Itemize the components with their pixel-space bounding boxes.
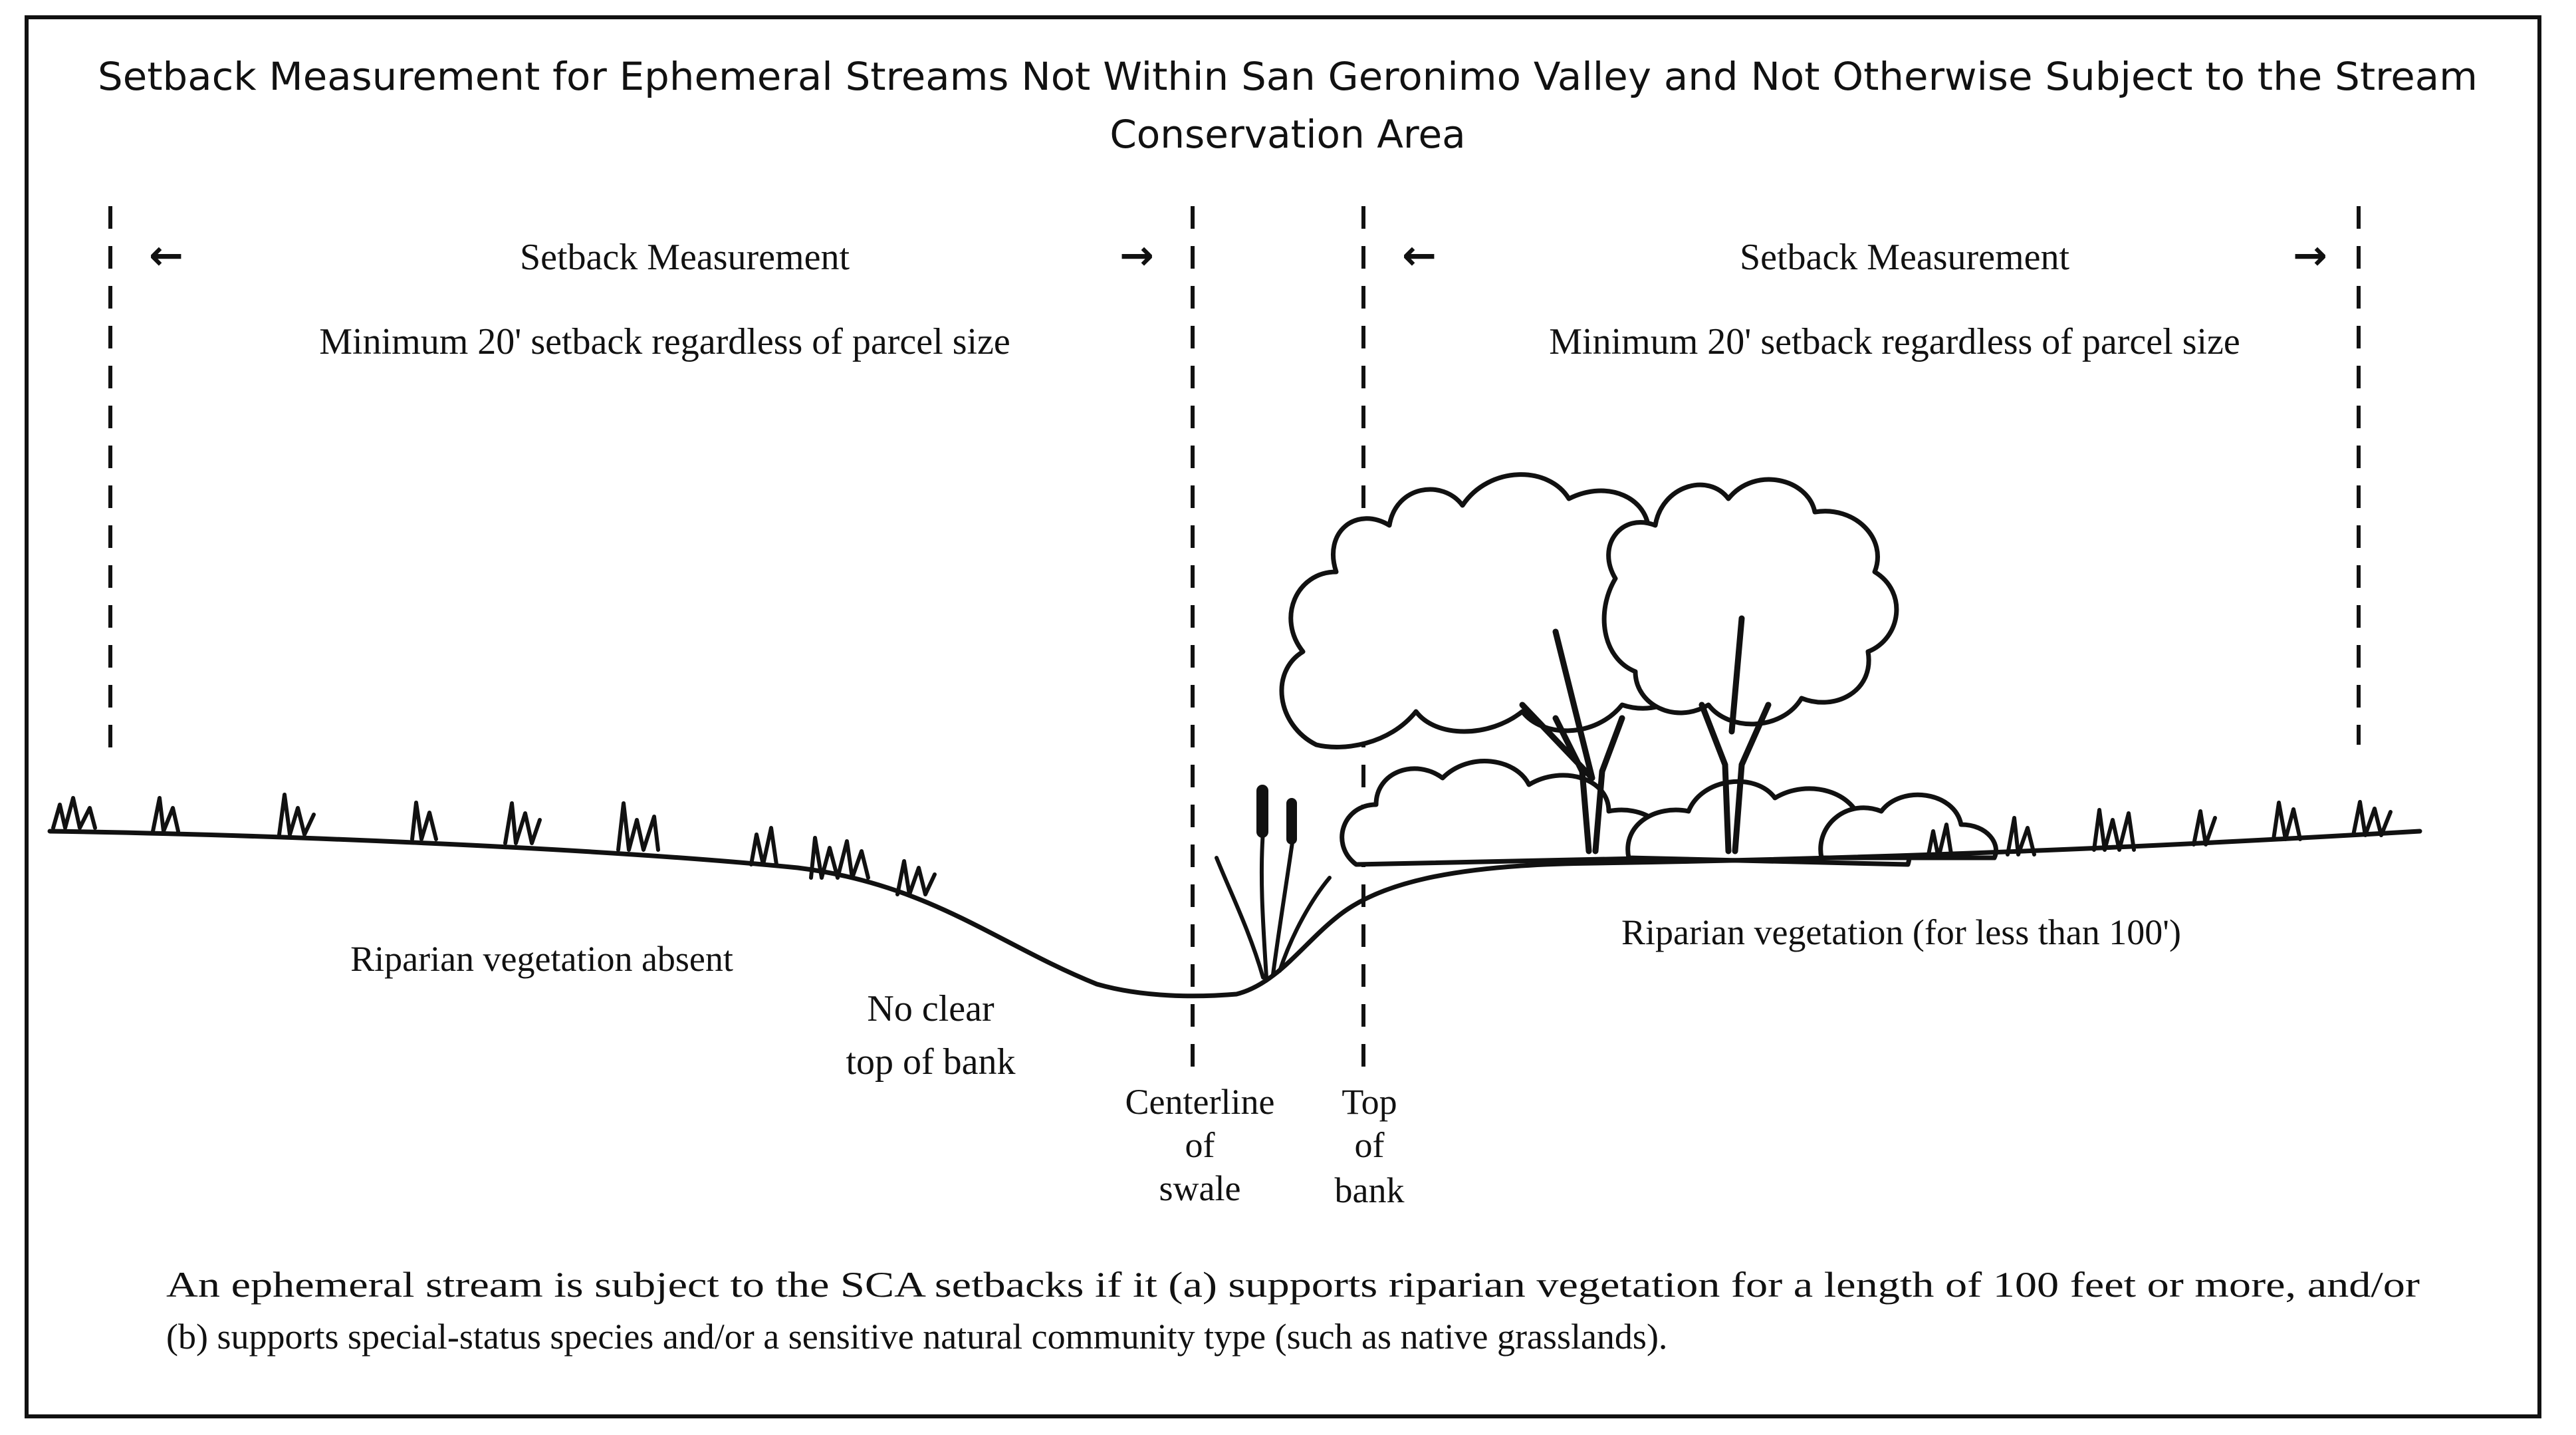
right-zone-heading: Setback Measurement bbox=[1740, 237, 2069, 278]
centerline-label-line-1: Centerline bbox=[1125, 1082, 1275, 1122]
right-arrow-icon: → bbox=[1119, 231, 1154, 279]
ground-profile-line bbox=[47, 829, 2422, 999]
diagram-title-line-2: Conservation Area bbox=[1110, 112, 1465, 157]
top-of-bank-label-line-3: bank bbox=[1335, 1170, 1405, 1210]
top-of-bank-label-line-1: Top bbox=[1342, 1082, 1397, 1122]
no-clear-top-of-bank-label-line-1: No clear bbox=[867, 988, 995, 1029]
right-arrow-icon: → bbox=[2293, 231, 2327, 279]
caption-line-1: An ephemeral stream is subject to the SC… bbox=[166, 1265, 2420, 1305]
diagram-title-line-1: Setback Measurement for Ephemeral Stream… bbox=[98, 54, 2478, 99]
riparian-present-label: Riparian vegetation (for less than 100') bbox=[1621, 912, 2181, 952]
left-arrow-icon: ← bbox=[149, 231, 183, 279]
left-zone-heading: Setback Measurement bbox=[520, 237, 850, 278]
left-zone-subheading: Minimum 20' setback regardless of parcel… bbox=[319, 321, 1010, 362]
caption-line-2: (b) supports special-status species and/… bbox=[166, 1317, 1667, 1357]
right-zone-subheading: Minimum 20' setback regardless of parcel… bbox=[1549, 321, 2240, 362]
centerline-label-line-3: swale bbox=[1159, 1168, 1241, 1208]
riparian-absent-label: Riparian vegetation absent bbox=[350, 939, 733, 979]
no-clear-top-of-bank-label-line-2: top of bank bbox=[846, 1041, 1015, 1083]
cattail-reeds-illustration bbox=[1215, 785, 1332, 979]
centerline-label-line-2: of bbox=[1185, 1125, 1215, 1165]
diagram-border bbox=[25, 15, 2541, 1418]
left-arrow-icon: ← bbox=[1402, 231, 1437, 279]
riparian-trees-illustration bbox=[1279, 472, 1998, 867]
top-of-bank-label-line-2: of bbox=[1355, 1125, 1385, 1165]
